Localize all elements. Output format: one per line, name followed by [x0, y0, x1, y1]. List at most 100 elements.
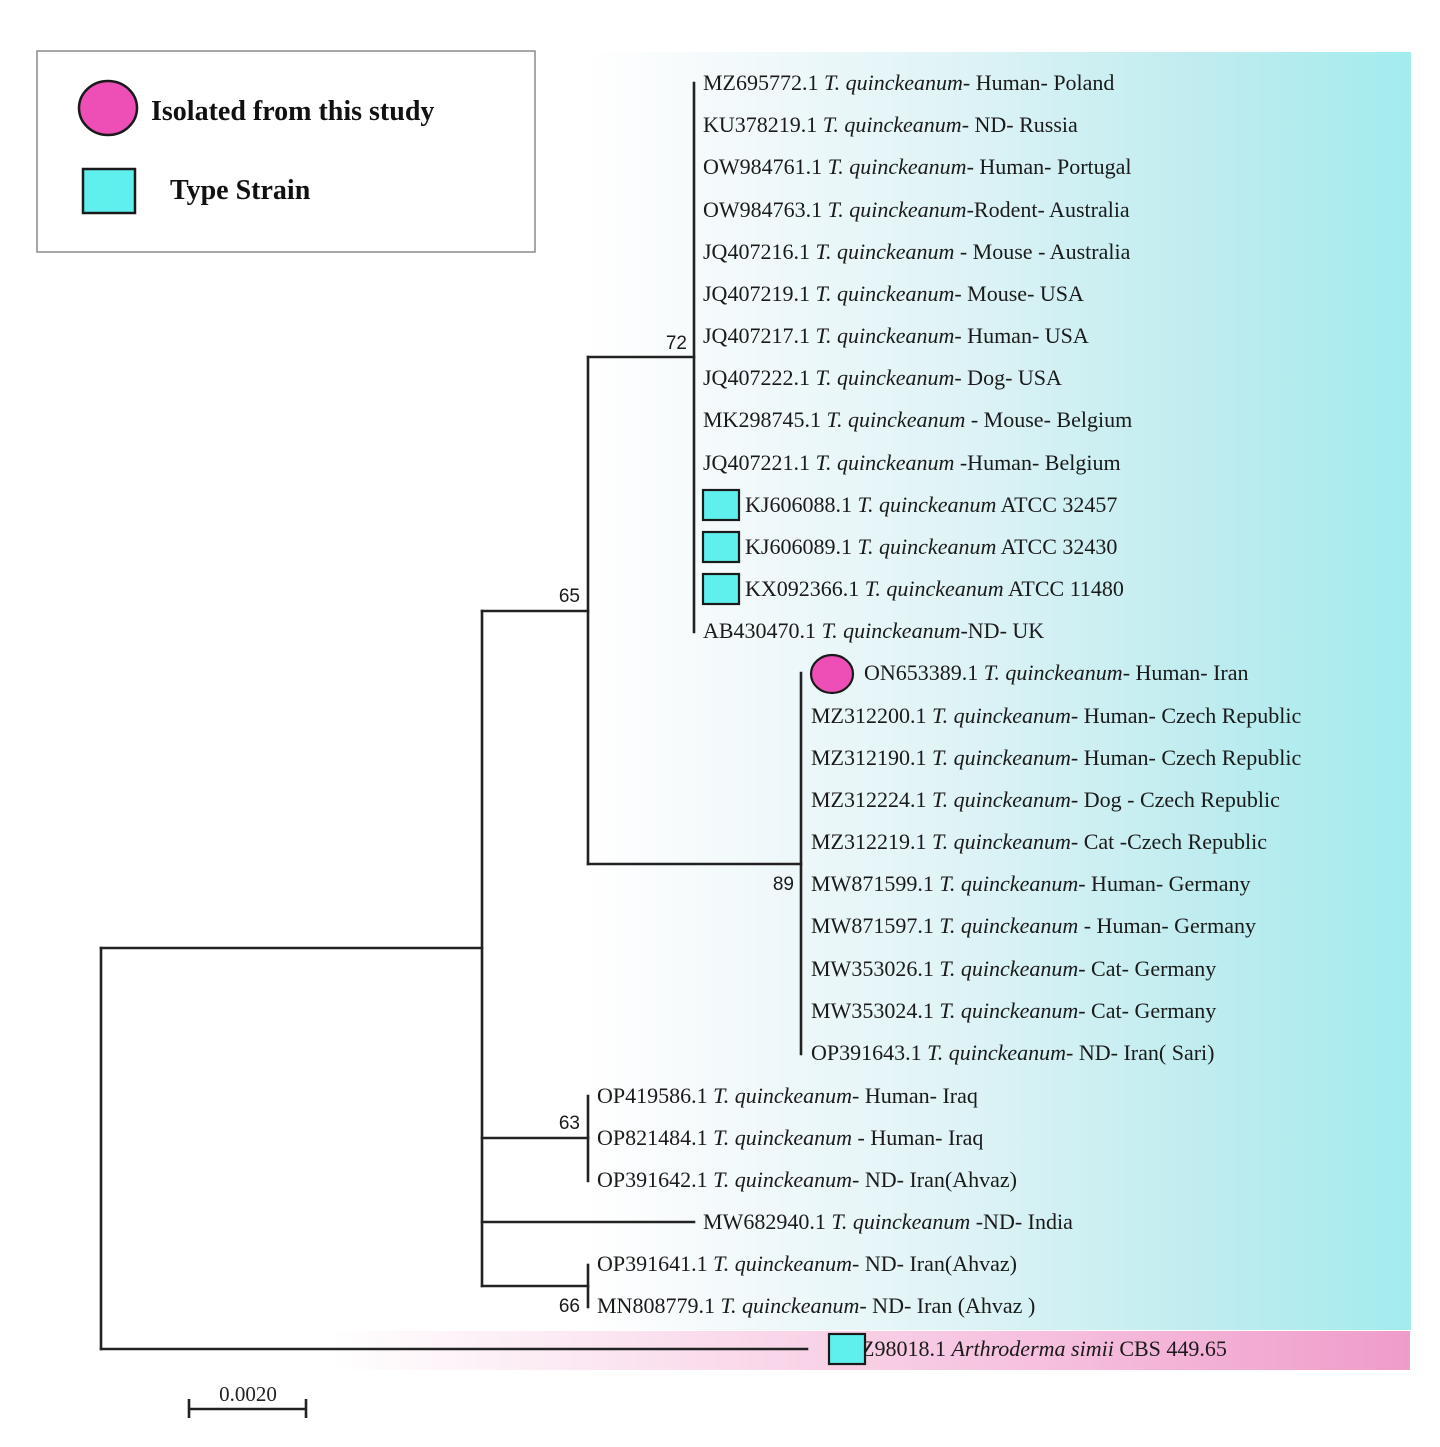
taxon-species: T. quinckeanum: [815, 281, 954, 306]
taxon-description: - Human- Czech Republic: [1071, 703, 1302, 728]
taxon-description: - ND- Iran(Ahvaz): [852, 1251, 1017, 1276]
isolated-marker-icon: [809, 653, 855, 695]
taxon-description: - Mouse - Australia: [954, 239, 1130, 264]
taxon-accession: MW682940.1: [703, 1209, 831, 1234]
taxon-label: MW871597.1 T. quinckeanum - Human- Germa…: [811, 913, 1256, 938]
taxon-label: JQ407221.1 T. quinckeanum -Human- Belgiu…: [703, 450, 1121, 475]
taxon-species: T. quinckeanum: [828, 197, 967, 222]
taxon-accession: MZ695772.1: [703, 70, 824, 95]
taxon-accession: OP391642.1: [597, 1167, 713, 1192]
taxon-accession: OP391641.1: [597, 1251, 713, 1276]
taxon-accession: MW871599.1: [811, 871, 939, 896]
taxon-accession: AB430470.1: [703, 618, 822, 643]
taxon-species: T. quinckeanum: [984, 660, 1123, 685]
taxon-label: ON653389.1 T. quinckeanum- Human- Iran: [864, 660, 1249, 685]
taxon-species: T. quinckeanum: [932, 829, 1071, 854]
type-strain-marker-icon: [701, 572, 741, 606]
taxon-description: - Human- Poland: [963, 70, 1115, 95]
taxon-label: JQ407216.1 T. quinckeanum - Mouse - Aust…: [703, 239, 1131, 264]
taxon-accession: KX092366.1: [745, 576, 865, 601]
taxon-description: - Human- Czech Republic: [1071, 745, 1302, 770]
taxon-description: ATCC 11480: [1004, 576, 1124, 601]
taxon-species: T. quinckeanum: [815, 239, 954, 264]
bootstrap-clade-a: 72: [666, 333, 687, 354]
legend-type-label: Type Strain: [170, 175, 311, 206]
taxon-species: T. quinckeanum: [939, 913, 1078, 938]
taxon-species: T. quinckeanum: [822, 618, 961, 643]
taxon-species: T. quinckeanum: [815, 365, 954, 390]
taxon-label: KJ606088.1 T. quinckeanum ATCC 32457: [745, 492, 1117, 517]
bootstrap-clade-ab: 65: [559, 586, 580, 607]
outgroup-background-band: [330, 1331, 1410, 1370]
taxon-description: CBS 449.65: [1114, 1336, 1227, 1361]
taxon-label: MW871599.1 T. quinckeanum- Human- German…: [811, 871, 1251, 896]
bootstrap-clade-d: 66: [559, 1296, 580, 1317]
taxon-description: - ND- Iran( Sari): [1066, 1040, 1214, 1065]
taxon-species: T. quinckeanum: [932, 787, 1071, 812]
taxon-label: OP821484.1 T. quinckeanum - Human- Iraq: [597, 1125, 983, 1150]
taxon-description: - Human- Iran: [1123, 660, 1249, 685]
taxon-accession: Z98018.1: [861, 1336, 951, 1361]
taxon-accession: OP419586.1: [597, 1083, 713, 1108]
taxon-species: T. quinckeanum: [713, 1125, 852, 1150]
taxon-accession: JQ407221.1: [703, 450, 815, 475]
taxon-description: - ND- Russia: [962, 112, 1078, 137]
bootstrap-clade-b: 89: [773, 874, 794, 895]
scale-bar-label: 0.0020: [219, 1382, 277, 1406]
taxon-species: T. quinckeanum: [823, 112, 962, 137]
taxon-accession: ON653389.1: [864, 660, 984, 685]
taxon-species: T. quinckeanum: [865, 576, 1004, 601]
taxon-accession: MZ312219.1: [811, 829, 932, 854]
taxon-accession: OP821484.1: [597, 1125, 713, 1150]
taxon-description: - Human- USA: [954, 323, 1089, 348]
taxon-label: OP419586.1 T. quinckeanum- Human- Iraq: [597, 1083, 978, 1108]
taxon-description: -ND- UK: [960, 618, 1044, 643]
taxon-species: T. quinckeanum: [713, 1083, 852, 1108]
taxon-accession: MN808779.1: [597, 1293, 720, 1318]
taxon-labels: MZ695772.1 T. quinckeanum- Human- Poland…: [597, 70, 1301, 1366]
taxon-label: KU378219.1 T. quinckeanum- ND- Russia: [703, 112, 1078, 137]
taxon-description: - Human- Portugal: [967, 154, 1132, 179]
taxon-label: OW984763.1 T. quinckeanum-Rodent- Austra…: [703, 197, 1130, 222]
taxon-accession: KJ606088.1: [745, 492, 857, 517]
type-strain-marker-icon: [701, 530, 741, 564]
isolated-marker-icon: [77, 79, 139, 137]
taxon-accession: OW984761.1: [703, 154, 828, 179]
taxon-accession: MZ312224.1: [811, 787, 932, 812]
taxon-label: JQ407217.1 T. quinckeanum- Human- USA: [703, 323, 1089, 348]
taxon-species: T. quinckeanum: [857, 534, 996, 559]
type-strain-marker-icon: [701, 488, 741, 522]
taxon-label: MZ312224.1 T. quinckeanum- Dog - Czech R…: [811, 787, 1280, 812]
taxon-label: MK298745.1 T. quinckeanum - Mouse- Belgi…: [703, 407, 1132, 432]
taxon-label: MZ695772.1 T. quinckeanum- Human- Poland: [703, 70, 1114, 95]
taxon-species: T. quinckeanum: [932, 703, 1071, 728]
taxon-description: - Mouse- Belgium: [965, 407, 1132, 432]
taxon-species: T. quinckeanum: [939, 998, 1078, 1023]
taxon-label: OP391641.1 T. quinckeanum- ND- Iran(Ahva…: [597, 1251, 1017, 1276]
taxon-accession: OP391643.1: [811, 1040, 927, 1065]
taxon-label: MZ312219.1 T. quinckeanum- Cat -Czech Re…: [811, 829, 1267, 854]
taxon-description: -Rodent- Australia: [967, 197, 1130, 222]
taxon-description: - Mouse- USA: [954, 281, 1084, 306]
taxon-accession: KJ606089.1: [745, 534, 857, 559]
taxon-label: MZ312200.1 T. quinckeanum- Human- Czech …: [811, 703, 1301, 728]
taxon-accession: MW353024.1: [811, 998, 939, 1023]
taxon-species: T. quinckeanum: [927, 1040, 1066, 1065]
type-strain-marker-icon: [827, 1332, 867, 1366]
ingroup-background-band: [585, 52, 1411, 1330]
taxon-label: OP391643.1 T. quinckeanum- ND- Iran( Sar…: [811, 1040, 1214, 1065]
taxon-description: - Human- Germany: [1078, 871, 1250, 896]
taxon-label: AB430470.1 T. quinckeanum-ND- UK: [703, 618, 1044, 643]
taxon-accession: JQ407216.1: [703, 239, 815, 264]
taxon-species: T. quinckeanum: [857, 492, 996, 517]
taxon-label: KX092366.1 T. quinckeanum ATCC 11480: [745, 576, 1124, 601]
taxon-label: OW984761.1 T. quinckeanum- Human- Portug…: [703, 154, 1132, 179]
taxon-description: - Human- Iraq: [852, 1083, 978, 1108]
type-strain-marker-icon: [81, 167, 137, 215]
taxon-description: - Human- Germany: [1078, 913, 1256, 938]
taxon-label: MZ312190.1 T. quinckeanum- Human- Czech …: [811, 745, 1301, 770]
taxon-description: -ND- India: [970, 1209, 1073, 1234]
taxon-species: T. quinckeanum: [939, 956, 1078, 981]
taxon-species: T. quinckeanum: [826, 407, 965, 432]
taxon-label: JQ407222.1 T. quinckeanum- Dog- USA: [703, 365, 1062, 390]
